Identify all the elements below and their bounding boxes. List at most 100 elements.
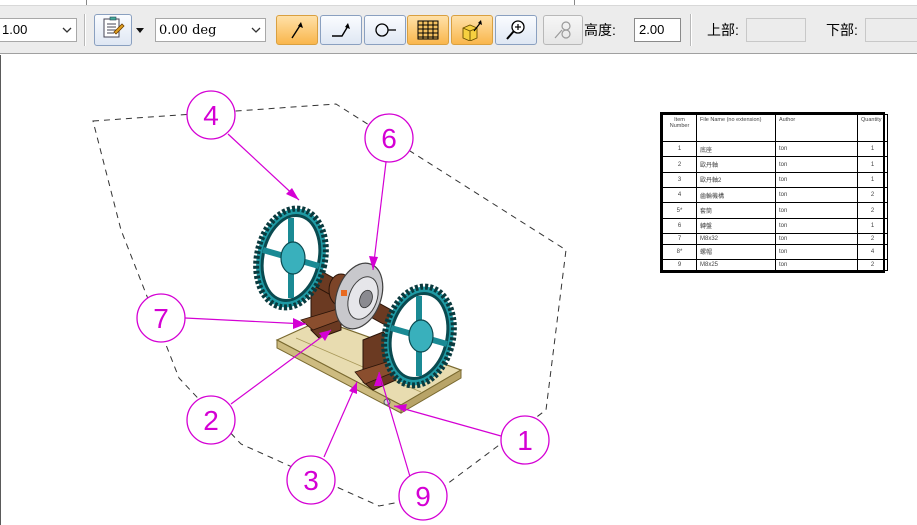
table-row[interactable]: 2 歐丹軸 ton 1 <box>662 156 888 173</box>
balloon-6-label: 6 <box>381 123 397 154</box>
auto-balloon-icon <box>462 20 482 41</box>
top-label: 上部: <box>707 22 739 38</box>
leader-lines <box>184 133 502 481</box>
cell-item: 4 <box>662 187 697 204</box>
cell-name: M8x25 <box>696 259 776 271</box>
leader-arrowheads <box>286 188 407 412</box>
chevron-down-icon[interactable] <box>247 19 265 41</box>
leader-button[interactable] <box>276 15 318 45</box>
bottom-label: 下部: <box>826 22 858 38</box>
cell-qty: 2 <box>857 259 888 271</box>
table-row[interactable]: 6 轉盤 ton 1 <box>662 217 888 235</box>
stack-balloon-button[interactable] <box>543 15 583 45</box>
balloon-1[interactable]: 1 <box>500 415 550 465</box>
balloon-9-label: 9 <box>415 481 431 512</box>
toolbar-separator <box>84 14 86 46</box>
table-row[interactable]: 3 歐丹軸2 ton 1 <box>662 171 888 189</box>
cell-author: ton <box>775 171 858 189</box>
cell-author: ton <box>775 202 858 219</box>
parts-list-button[interactable] <box>407 15 449 45</box>
cell-name: M8x32 <box>696 233 776 245</box>
scale-combo[interactable]: 1.00 <box>0 18 77 42</box>
angle-value: 0.00 deg <box>159 23 217 38</box>
cell-name: 轉盤 <box>696 217 776 235</box>
strip-divider <box>574 0 575 5</box>
properties-button[interactable] <box>94 14 132 46</box>
table-row[interactable]: 9 M8x25 ton 2 <box>662 259 888 271</box>
parts-list-table[interactable]: Item Number File Name (no extension) Aut… <box>660 112 888 273</box>
chevron-down-icon[interactable] <box>58 19 76 41</box>
drawing-view[interactable]: 4 6 7 2 3 9 1 <box>1 55 917 525</box>
strip-divider <box>86 0 87 5</box>
cell-name: 套筒 <box>696 202 776 219</box>
cell-item: 5* <box>662 202 697 219</box>
table-row[interactable]: 1 底座 ton 1 <box>662 140 888 158</box>
cell-author: ton <box>775 217 858 235</box>
gear-right-part[interactable] <box>375 280 462 392</box>
break-line-button[interactable] <box>320 15 362 45</box>
balloon-2-label: 2 <box>203 405 219 436</box>
properties-dropdown[interactable] <box>133 14 147 46</box>
balloon-1-label: 1 <box>517 425 533 456</box>
cell-qty: 1 <box>857 217 888 235</box>
angle-combo[interactable]: 0.00 deg <box>155 18 266 42</box>
balloon-shape-button[interactable] <box>364 15 406 45</box>
table-row[interactable]: 5* 套筒 ton 2 <box>662 202 888 219</box>
header-item-number: Item Number <box>662 114 697 142</box>
table-row[interactable]: 4 齒輪機構 ton 2 <box>662 187 888 204</box>
balloon-9[interactable]: 9 <box>398 471 448 521</box>
cell-name: 底座 <box>696 140 776 158</box>
table-row[interactable]: 7 M8x32 ton 2 <box>662 233 888 245</box>
cell-name: 螺帽 <box>696 243 776 261</box>
parts-list-header: Item Number File Name (no extension) Aut… <box>662 114 888 142</box>
cell-qty: 2 <box>857 233 888 245</box>
table-row[interactable]: 8* 螺帽 ton 4 <box>662 243 888 261</box>
bottom-input[interactable] <box>865 18 917 42</box>
cell-qty: 1 <box>857 140 888 158</box>
toolbar-separator <box>690 14 692 46</box>
cell-item: 8* <box>662 243 697 261</box>
cell-item: 2 <box>662 156 697 173</box>
leader-arrow-icon <box>291 22 303 39</box>
coupling-disc-part[interactable] <box>327 257 392 336</box>
balloon-3[interactable]: 3 <box>286 455 336 505</box>
top-strip <box>0 0 917 6</box>
cell-item: 1 <box>662 140 697 158</box>
cell-author: ton <box>775 156 858 173</box>
header-quantity: Quantity <box>857 114 888 142</box>
cell-item: 9 <box>662 259 697 271</box>
cell-author: ton <box>775 259 858 271</box>
header-file-name: File Name (no extension) <box>696 114 776 142</box>
height-label: 高度: <box>584 22 616 38</box>
balloon-6[interactable]: 6 <box>364 113 414 163</box>
gear-left-part[interactable] <box>247 202 334 314</box>
cell-item: 7 <box>662 233 697 245</box>
cell-qty: 1 <box>857 171 888 189</box>
cell-author: ton <box>775 233 858 245</box>
balloon-4[interactable]: 4 <box>186 90 236 140</box>
properties-icon <box>101 16 125 45</box>
stack-balloon-icon <box>554 21 571 39</box>
balloon-7[interactable]: 7 <box>136 293 186 343</box>
cell-name: 齒輪機構 <box>696 187 776 204</box>
auto-balloon-button[interactable] <box>451 15 493 45</box>
scale-value: 1.00 <box>2 22 28 37</box>
caret-down-icon <box>136 27 144 33</box>
command-bar: 1.00 0.00 deg <box>0 6 917 54</box>
cell-item: 3 <box>662 171 697 189</box>
balloon-4-label: 4 <box>203 100 219 131</box>
break-line-icon <box>332 23 350 37</box>
height-input[interactable]: 2.00 <box>634 18 681 42</box>
cell-qty: 2 <box>857 187 888 204</box>
top-input[interactable] <box>746 18 806 42</box>
cell-author: ton <box>775 243 858 261</box>
cell-qty: 1 <box>857 156 888 173</box>
balloon-7-label: 7 <box>153 303 169 334</box>
balloon-2[interactable]: 2 <box>186 395 236 445</box>
drawing-sheet[interactable]: 4 6 7 2 3 9 1 <box>0 55 917 525</box>
cell-name: 歐丹軸2 <box>696 171 776 189</box>
zoom-area-button[interactable] <box>495 15 537 45</box>
parts-list-icon <box>417 20 439 40</box>
balloon-shape-icon <box>375 23 396 37</box>
zoom-area-icon <box>506 20 525 40</box>
